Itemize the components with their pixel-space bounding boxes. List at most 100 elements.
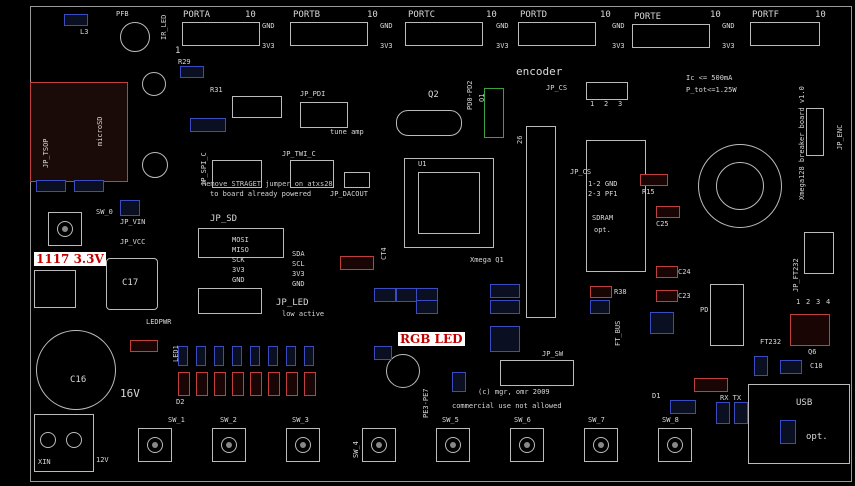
ft-pin: 4 (826, 298, 831, 306)
resistor (694, 378, 728, 392)
jp-pdi-label: JP_PDI (300, 90, 326, 98)
push-button[interactable] (362, 428, 396, 462)
c18-label: C18 (810, 362, 823, 370)
jp-enc-label: JP_ENC (836, 124, 844, 150)
pd-label: PD (700, 306, 709, 314)
jp-sw-label: JP_SW (542, 350, 564, 358)
c25-label: C25 (656, 220, 669, 228)
pd-label: PD0-PD2 (466, 80, 474, 110)
port-pin10: 10 (815, 10, 826, 20)
gnd-label: GND (612, 22, 625, 30)
v33-label: 3V3 (612, 42, 625, 50)
jp-cs2-label: JP_CS (570, 168, 592, 176)
pf-note: 2-3 PF1 (588, 190, 618, 198)
ft-pin: 1 (796, 298, 801, 306)
resistor (178, 372, 190, 396)
smd-pad (754, 356, 768, 376)
gnd-label: GND (722, 22, 735, 30)
push-button[interactable] (584, 428, 618, 462)
c16-outline (36, 330, 116, 410)
port-pin10: 10 (710, 10, 721, 20)
push-button[interactable] (138, 428, 172, 462)
smd-pad (64, 14, 88, 26)
resistor (196, 372, 208, 396)
c24-label: C24 (678, 268, 691, 276)
smd-pad (650, 312, 674, 334)
v12-label: 12V (96, 456, 109, 464)
portc-header (405, 22, 483, 46)
capacitor-outline (142, 72, 166, 96)
cs-header (586, 82, 628, 100)
push-button[interactable] (658, 428, 692, 462)
encoder-shaft (716, 162, 764, 210)
port-pin1: 1 (175, 46, 181, 56)
port-pin10: 10 (600, 10, 611, 20)
smd-pad (374, 288, 396, 302)
gnd-label: GND (496, 22, 509, 30)
pfb-label: PFB (116, 10, 129, 18)
smd-pad (590, 300, 610, 314)
d2-label: D2 (176, 398, 185, 406)
c16-label: C16 (70, 375, 87, 385)
switch-label: SW_5 (442, 416, 459, 424)
twi-header (290, 160, 334, 188)
xmega-mcu (404, 158, 494, 248)
twi-pin: 3V3 (292, 270, 305, 278)
rgb-led-outline (386, 354, 420, 388)
jp-tsop-label: JP_TSOP (42, 138, 50, 168)
push-button[interactable] (212, 428, 246, 462)
sd-pin: GND (232, 276, 245, 284)
cs-pin: 1 (590, 100, 595, 108)
twi-pin: SCL (292, 260, 305, 268)
tune-amp-label: tune amp (330, 128, 364, 136)
q6-label: Q6 (808, 348, 817, 356)
status-led (268, 346, 278, 366)
commercial-text: commercial use not allowed (452, 402, 562, 410)
status-led (178, 346, 188, 366)
smd-pad (36, 180, 66, 192)
resistor (286, 372, 298, 396)
l3-label: L3 (80, 28, 89, 36)
push-button[interactable] (510, 428, 544, 462)
board-outline (30, 6, 852, 482)
ct4-label: CT4 (380, 247, 388, 260)
low-active-label: low active (282, 310, 325, 318)
smd-pad (180, 66, 204, 78)
usb-outline (748, 384, 850, 464)
smd-pad (670, 400, 696, 414)
enc-header (806, 108, 824, 156)
dacout-header (344, 172, 370, 188)
led-header (198, 288, 262, 314)
switch-label: SW_3 (292, 416, 309, 424)
v33-label: 3V3 (496, 42, 509, 50)
copyright-text: (c) mgr, omr 2009 (478, 388, 550, 396)
rx-tx-label: RX TX (720, 394, 742, 402)
push-button[interactable] (436, 428, 470, 462)
capacitor-outline (120, 22, 150, 52)
ft232-label: FT232 (760, 338, 782, 346)
porta-header (182, 22, 260, 46)
gnd-label: GND (262, 22, 275, 30)
sdram-opt: opt. (594, 226, 611, 234)
smd-pad (490, 326, 520, 352)
cs-pin: 3 (618, 100, 623, 108)
resistor (232, 372, 244, 396)
twi-pin: SDA (292, 250, 305, 258)
pe-pe7-label: PE3-PE7 (422, 388, 430, 418)
usb-opt-label: opt. (806, 432, 828, 442)
resistor (304, 372, 316, 396)
xin-terminal (34, 414, 94, 472)
resistor (656, 266, 678, 278)
push-button[interactable] (286, 428, 320, 462)
reset-button[interactable] (48, 212, 82, 246)
port-pin10: 10 (367, 10, 378, 20)
status-led (250, 346, 260, 366)
jp-vin-label: JP_VIN (120, 218, 146, 226)
regulator-outline (34, 270, 76, 308)
jp-vcc-label: JP_VCC (120, 238, 146, 246)
cs-pin: 2 (604, 100, 609, 108)
r15-label: R15 (642, 188, 655, 196)
mcu-inner (418, 172, 480, 234)
twi-pin: GND (292, 280, 305, 288)
smd-pad (716, 402, 730, 424)
